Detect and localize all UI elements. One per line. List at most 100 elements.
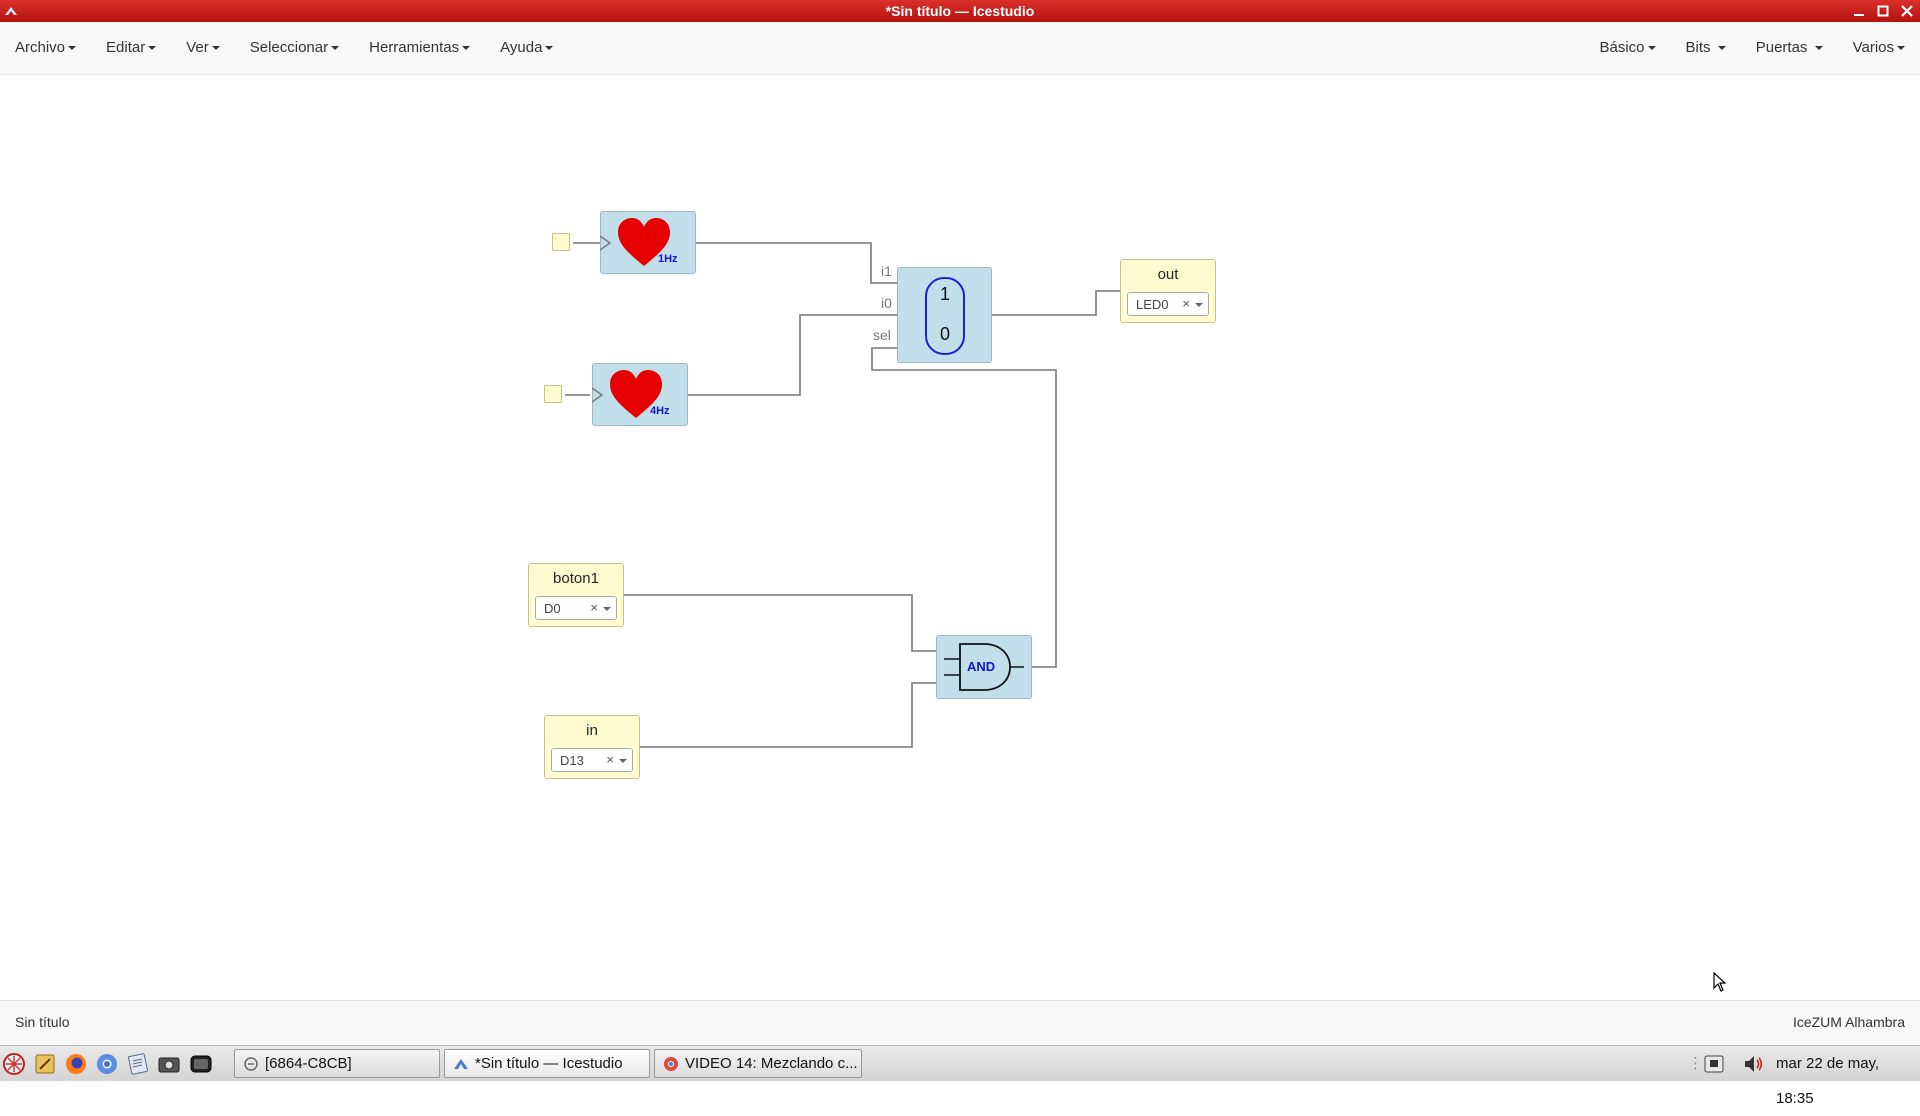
taskbar-task-remote[interactable]: [6864-C8CB] <box>234 1049 440 1078</box>
multiplexer-block[interactable]: 1 0 <box>897 267 992 363</box>
clear-selection-icon[interactable]: × <box>1182 296 1190 311</box>
caret-down-icon <box>1814 46 1823 51</box>
task-label: *Sin título — Icestudio <box>475 1055 623 1072</box>
mux-port-i1-label: i1 <box>881 263 892 279</box>
caret-down-icon <box>211 46 220 51</box>
input-pin-select[interactable]: D13 × <box>551 748 633 772</box>
input-block-in[interactable]: in D13 × <box>544 715 640 779</box>
dropdown-arrow-icon[interactable] <box>619 759 627 763</box>
clear-selection-icon[interactable]: × <box>590 600 598 615</box>
menu-label: Ver <box>186 39 209 56</box>
screenshot-app-icon[interactable] <box>157 1052 181 1076</box>
menu-label: Puertas <box>1755 39 1808 56</box>
system-menu-icon[interactable] <box>2 1052 26 1076</box>
caret-down-icon <box>1647 46 1656 51</box>
file-manager-icon[interactable] <box>126 1052 150 1076</box>
system-taskbar: [6864-C8CB] *Sin título — Icestudio VIDE… <box>0 1045 1920 1107</box>
mux-input-1-label: 1 <box>939 284 950 304</box>
close-window-button[interactable] <box>1898 2 1916 20</box>
icestudio-app-icon <box>454 1059 468 1069</box>
dropdown-arrow-icon[interactable] <box>1195 303 1203 307</box>
screen-recorder-tray-icon[interactable] <box>1704 1054 1724 1074</box>
menu-label: Bits <box>1685 39 1711 56</box>
dropdown-arrow-icon[interactable] <box>603 607 611 611</box>
output-name-label: out <box>1157 266 1179 283</box>
mux-symbol <box>925 277 965 355</box>
caret-down-icon <box>68 46 77 51</box>
menu-label: Varios <box>1852 39 1894 56</box>
menu-varios[interactable]: Varios <box>1838 22 1920 74</box>
menu-label: Ayuda <box>500 39 543 56</box>
circuit-canvas[interactable]: 1Hz 4Hz i1 i0 sel 1 0 out LED0 × boton1 … <box>0 75 1920 1000</box>
window-titlebar: *Sin título — Icestudio <box>0 0 1920 22</box>
heart-clock-1hz-block[interactable]: 1Hz <box>600 211 696 274</box>
and-gate-icon <box>944 643 1024 691</box>
menu-puertas[interactable]: Puertas <box>1741 22 1838 74</box>
status-file-name: Sin título <box>15 1014 70 1030</box>
status-bar: Sin título IceZUM Alhambra <box>0 1000 1920 1045</box>
menu-bits[interactable]: Bits <box>1671 22 1741 74</box>
mux-port-i0-label: i0 <box>881 295 892 311</box>
tray-separator: ⋮ <box>1688 1055 1703 1072</box>
wire <box>990 290 1120 316</box>
status-board-name: IceZUM Alhambra <box>1792 1014 1905 1030</box>
firefox-icon[interactable] <box>64 1052 88 1076</box>
maximize-button[interactable] <box>1874 2 1892 20</box>
volume-icon[interactable] <box>1742 1053 1764 1075</box>
menu-archivo[interactable]: Archivo <box>0 22 91 74</box>
wire <box>623 594 937 652</box>
input-pin-select[interactable]: D0 × <box>535 596 617 620</box>
input-arrow-icon <box>600 235 612 251</box>
caret-down-icon <box>1717 46 1726 51</box>
remote-session-icon <box>244 1057 258 1071</box>
input-name-label: boton1 <box>553 570 599 587</box>
clear-selection-icon[interactable]: × <box>606 752 614 767</box>
menu-label: Básico <box>1599 39 1645 56</box>
wires-layer <box>565 242 1120 748</box>
menu-editar[interactable]: Editar <box>91 22 171 74</box>
wire <box>871 347 1057 668</box>
output-block-out[interactable]: out LED0 × <box>1120 259 1216 323</box>
taskbar-task-browser[interactable]: VIDEO 14: Mezclando c... <box>654 1049 862 1078</box>
menu-ver[interactable]: Ver <box>171 22 235 74</box>
text-editor-icon[interactable] <box>33 1052 57 1076</box>
chromium-icon[interactable] <box>95 1052 119 1076</box>
menu-herramientas[interactable]: Herramientas <box>354 22 485 74</box>
chrome-icon <box>664 1057 678 1071</box>
output-pin-select[interactable]: LED0 × <box>1127 292 1209 316</box>
input-arrow-icon <box>592 387 604 403</box>
menu-ayuda[interactable]: Ayuda <box>485 22 568 74</box>
clock-frequency-label: 1Hz <box>658 253 678 265</box>
menu-bar: Archivo Editar Ver Seleccionar Herramien… <box>0 22 1920 75</box>
menu-label: Archivo <box>15 39 66 56</box>
input-name-label: in <box>586 722 598 739</box>
heart-icon <box>610 370 662 418</box>
and-gate-block[interactable]: AND <box>936 635 1032 699</box>
heart-icon <box>618 218 670 266</box>
pin-select-value: D13 <box>560 753 584 768</box>
taskbar-task-icestudio[interactable]: *Sin título — Icestudio <box>444 1049 650 1078</box>
close-icon <box>1901 5 1913 17</box>
window-title: *Sin título — Icestudio <box>885 3 1035 19</box>
caret-down-icon <box>331 46 340 51</box>
mouse-cursor-icon <box>1713 972 1727 992</box>
wire <box>695 242 897 284</box>
heart-clock-4hz-block[interactable]: 4Hz <box>592 363 688 426</box>
system-clock[interactable]: mar 22 de may, 18:35 <box>1776 1055 1880 1107</box>
input-block-boton1[interactable]: boton1 D0 × <box>528 563 624 627</box>
menu-basico[interactable]: Básico <box>1585 22 1671 74</box>
pin-select-value: LED0 <box>1136 297 1169 312</box>
clock1-input-pin[interactable] <box>552 233 570 251</box>
menu-label: Seleccionar <box>249 39 329 56</box>
menu-label: Editar <box>106 39 146 56</box>
mux-input-0-label: 0 <box>939 324 950 344</box>
clock-frequency-label: 4Hz <box>650 405 670 417</box>
clock2-input-pin[interactable] <box>544 385 562 403</box>
terminal-icon[interactable] <box>189 1052 213 1076</box>
wire <box>687 314 897 396</box>
menu-seleccionar[interactable]: Seleccionar <box>235 22 354 74</box>
minimize-button[interactable] <box>1850 2 1868 20</box>
minimize-icon <box>1854 14 1864 16</box>
menu-label: Herramientas <box>369 39 460 56</box>
and-gate-label: AND <box>967 659 996 674</box>
